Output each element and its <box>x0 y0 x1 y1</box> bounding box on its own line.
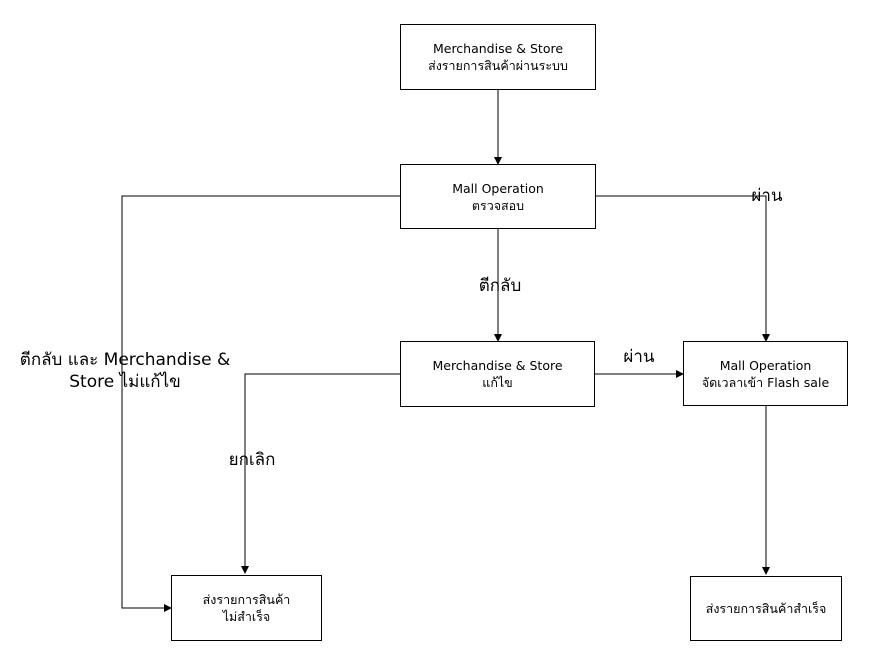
label-cancel: ยกเลิก <box>228 450 276 470</box>
node-schedule-flash-sale: Mall Operation จัดเวลาเข้า Flash sale <box>683 341 848 406</box>
node-submission-failed: ส่งรายการสินค้า ไม่สำเร็จ <box>171 575 322 641</box>
node-schedule-flash-sale-line1: Mall Operation <box>719 357 812 373</box>
node-merchant-fix-line1: Merchandise & Store <box>432 358 563 373</box>
label-pass-fix: ผ่าน <box>623 347 655 367</box>
node-submit-products-line2: ส่งรายการสินค้าผ่านระบบ <box>428 58 568 73</box>
node-mall-review-line2: ตรวจสอบ <box>471 197 525 213</box>
node-merchant-fix: Merchandise & Store แก้ไข <box>400 341 595 407</box>
label-reject-not-fixed-line1: ตีกลับ และ Merchandise & <box>19 350 231 370</box>
node-submission-failed-line1: ส่งรายการสินค้า <box>202 592 291 607</box>
node-submit-products-line1: Merchandise & Store <box>432 41 564 56</box>
node-merchant-fix-line2: แก้ไข <box>482 375 513 390</box>
node-mall-review: Mall Operation ตรวจสอบ <box>400 164 596 229</box>
label-reject: ตีกลับ <box>478 276 522 296</box>
node-submit-products: Merchandise & Store ส่งรายการสินค้าผ่านร… <box>400 24 596 90</box>
label-reject-not-fixed-line2: Store ไม่แก้ไข <box>69 372 181 392</box>
edge-fix-to-failed <box>241 373 400 574</box>
edge-review-to-schedule <box>596 195 770 342</box>
node-submission-failed-line2: ไม่สำเร็จ <box>222 609 271 624</box>
label-pass-review: ผ่าน <box>751 186 783 206</box>
node-schedule-flash-sale-line2: จัดเวลาเข้า Flash sale <box>701 374 830 390</box>
edge-review-to-failed <box>121 195 400 612</box>
label-reject-not-fixed: ตีกลับ และ Merchandise & Store ไม่แก้ไข <box>18 349 232 393</box>
node-mall-review-line1: Mall Operation <box>452 180 544 196</box>
node-submission-success-line1: ส่งรายการสินค้าสำเร็จ <box>705 601 827 616</box>
node-submission-success: ส่งรายการสินค้าสำเร็จ <box>690 576 842 641</box>
